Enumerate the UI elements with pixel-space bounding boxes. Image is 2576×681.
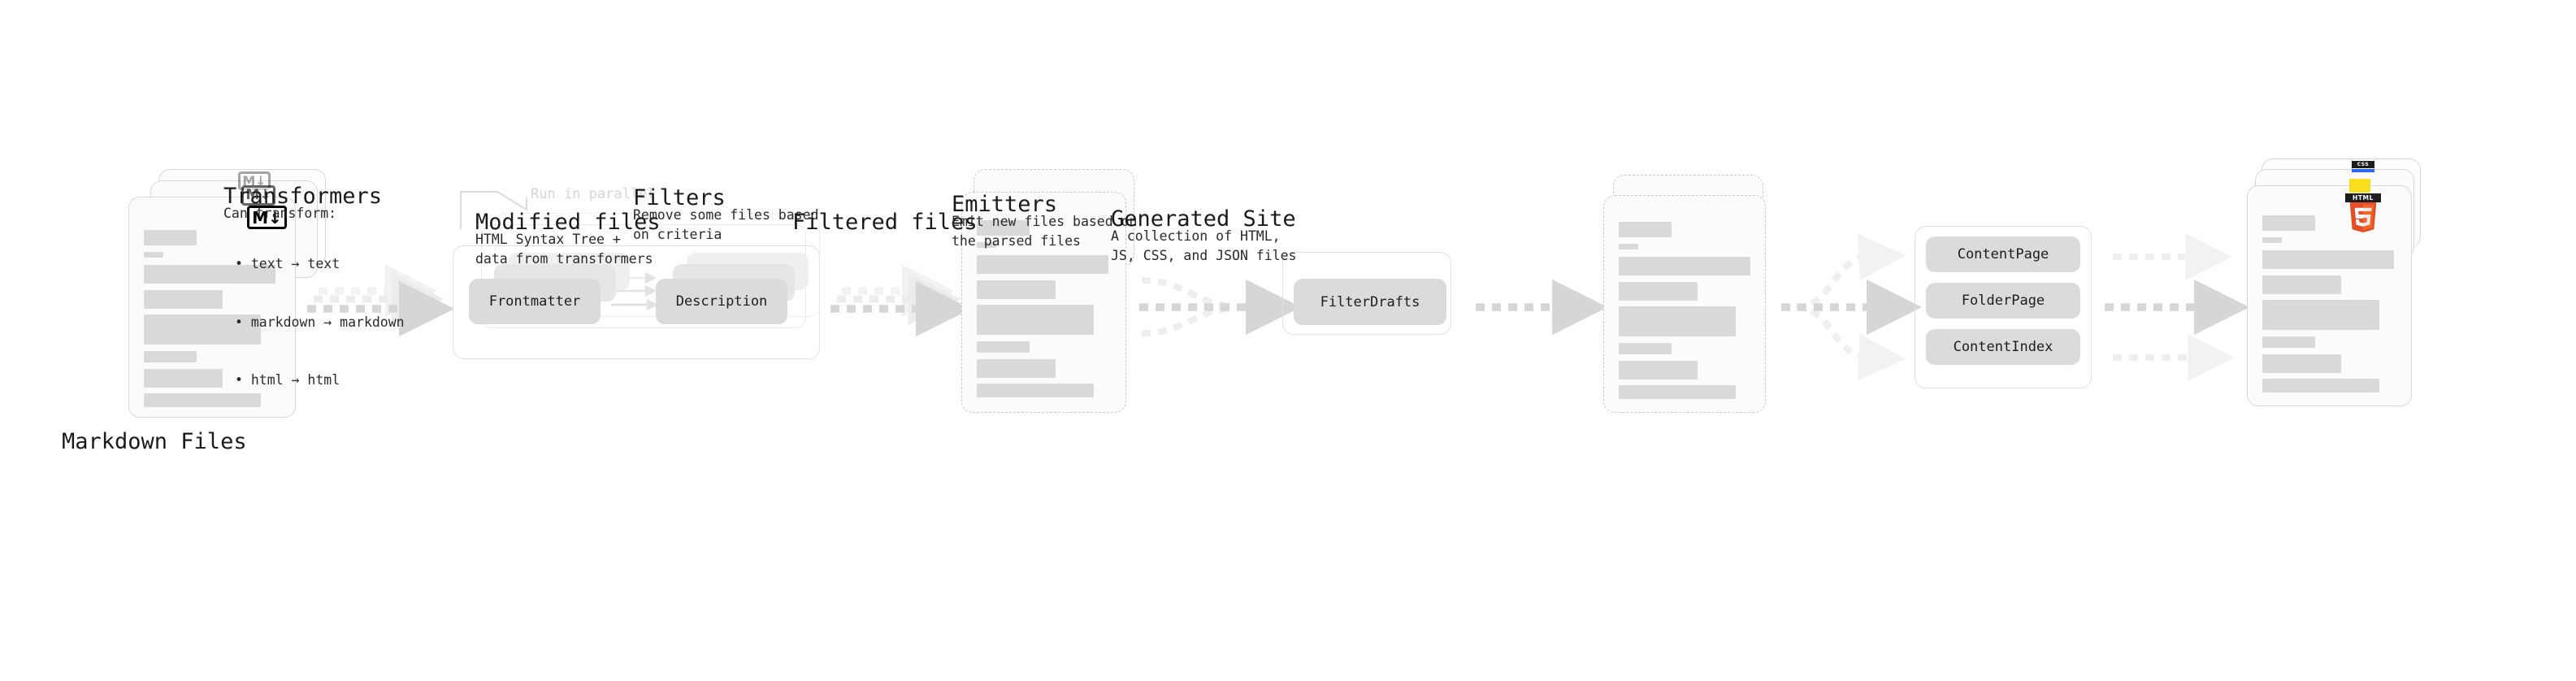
emitter-chip-contentpage-label: ContentPage <box>1957 246 2049 262</box>
arrow-transformers-to-modified <box>830 264 972 337</box>
modified-files-subtitle: HTML Syntax Tree + data from transformer… <box>475 232 653 267</box>
html5-logo-icon: HTML <box>2345 193 2381 232</box>
arrow-modified-to-filters <box>1139 277 1302 336</box>
doc-bar-6 <box>1619 385 1736 399</box>
stage-title-emitters: Emitters <box>952 192 1058 217</box>
transformer-chip-frontmatter[interactable]: Frontmatter <box>469 279 601 324</box>
doc-bar-1 <box>144 265 275 284</box>
doc-bar-6 <box>144 393 261 407</box>
arrow-emitters-to-site <box>2105 233 2250 381</box>
modified-card-front <box>961 192 1126 413</box>
doc-bar-5 <box>2262 354 2341 373</box>
doc-bar-heading <box>977 220 1030 236</box>
doc-bar-4 <box>977 341 1030 353</box>
site-card-front <box>2247 185 2412 406</box>
doc-bar-1 <box>1619 257 1750 275</box>
transformer-bullet-2: • html → html <box>235 372 340 388</box>
doc-bar-2 <box>977 280 1056 299</box>
filters-subtitle: Remove some files based on criteria <box>633 207 819 242</box>
doc-bar-3 <box>144 314 261 345</box>
doc-bar-heading <box>1619 222 1672 237</box>
markdown-icon-mid: M↓ <box>241 185 275 206</box>
arrow-filtered-to-emitters <box>1781 233 1923 381</box>
emitter-chip-contentpage[interactable]: ContentPage <box>1926 236 2080 272</box>
markdown-icon-label-mid: M↓ <box>245 187 271 203</box>
css-badge-underline <box>2352 169 2374 172</box>
doc-bar-2 <box>2262 275 2341 294</box>
doc-bar-6 <box>2262 379 2379 393</box>
emitter-chip-contentindex-label: ContentIndex <box>1953 339 2053 355</box>
css-badge-icon: CSS <box>2352 161 2374 172</box>
doc-bar-heading <box>144 230 197 245</box>
transformer-chip-frontmatter-label: Frontmatter <box>488 293 581 310</box>
doc-bar-6 <box>977 384 1094 397</box>
stage-title-transformers: Transformers <box>223 184 383 209</box>
filter-chip-filterdrafts[interactable]: FilterDrafts <box>1294 279 1446 325</box>
transformer-bullet-0: • text → text <box>235 255 340 271</box>
transformers-bullets: • text → text • markdown → markdown • ht… <box>235 215 405 429</box>
filters-box <box>1282 252 1451 335</box>
doc-bar-tiny <box>1619 244 1638 249</box>
doc-bar-5 <box>977 359 1056 378</box>
doc-bar-tiny <box>144 252 163 258</box>
html5-logo-wordmark: HTML <box>2345 193 2381 202</box>
transformers-subtitle: Can transform: <box>223 206 337 221</box>
transformers-box-front <box>453 245 820 359</box>
doc-bar-tiny <box>2262 237 2282 243</box>
doc-bar-2 <box>144 290 223 309</box>
stage-title-generated-site: Generated Site <box>1111 206 1296 232</box>
filtered-card-front <box>1603 195 1766 413</box>
stage-title-filtered-files: Filtered files <box>792 210 978 235</box>
doc-bar-1 <box>2262 250 2394 269</box>
transformer-chip-description[interactable]: Description <box>656 279 787 324</box>
stage-title-modified-files: Modified files <box>475 210 661 235</box>
emitter-chip-folderpage-label: FolderPage <box>1961 293 2045 309</box>
transformer-bullet-1: • markdown → markdown <box>235 314 405 330</box>
doc-bar-3 <box>2262 300 2379 330</box>
markdown-icon: M↓ <box>247 206 287 229</box>
emitters-box <box>1915 226 2092 388</box>
js-badge-icon <box>2349 179 2370 193</box>
markdown-card-front <box>128 197 296 418</box>
markdown-icon-label: M↓ <box>252 207 282 228</box>
doc-bar-1 <box>977 255 1108 274</box>
doc-bar-4 <box>2262 336 2315 348</box>
stage-title-filters: Filters <box>633 185 726 210</box>
generated-site-subtitle: A collection of HTML, JS, CSS, and JSON … <box>1111 228 1297 263</box>
emitters-subtitle: Emit new files based on the parsed files <box>952 214 1138 249</box>
run-in-parallel-label: Run in parallel <box>531 186 656 202</box>
doc-bar-tiny <box>977 242 996 248</box>
filter-chip-filterdrafts-label: FilterDrafts <box>1320 293 1420 310</box>
doc-bar-3 <box>1619 306 1736 336</box>
css-badge-label: CSS <box>2352 161 2374 168</box>
doc-bar-heading <box>2262 215 2315 231</box>
emitter-chip-folderpage[interactable]: FolderPage <box>1926 283 2080 319</box>
emitter-chip-contentindex[interactable]: ContentIndex <box>1926 329 2080 365</box>
doc-bar-5 <box>144 369 223 388</box>
doc-bar-3 <box>977 305 1094 335</box>
markdown-icon-label-back: M↓ <box>242 172 267 189</box>
stage-title-markdown-files: Markdown Files <box>62 429 247 454</box>
doc-bar-4 <box>144 351 197 362</box>
doc-bar-4 <box>1619 343 1672 354</box>
transformer-chip-description-label: Description <box>675 293 768 310</box>
doc-bar-5 <box>1619 361 1698 380</box>
doc-bar-2 <box>1619 282 1698 301</box>
